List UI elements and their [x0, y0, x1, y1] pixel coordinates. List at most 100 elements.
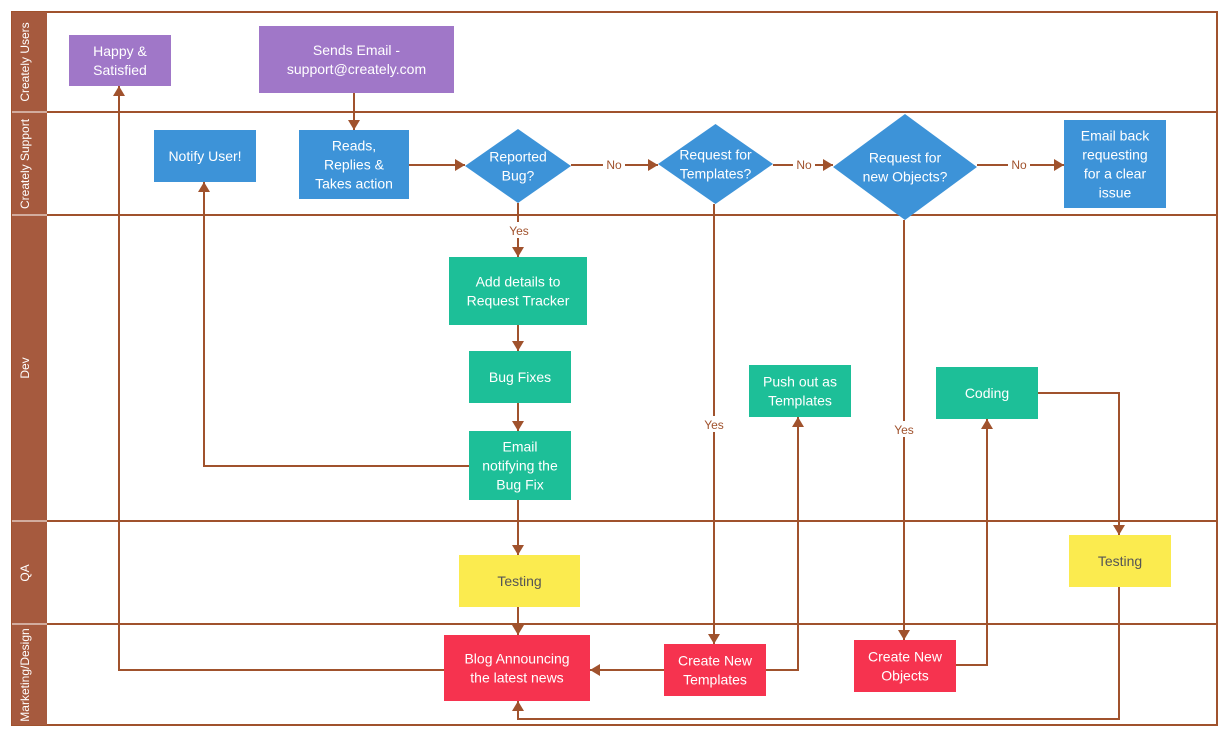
lane-label-creately-users: Creately Users — [18, 22, 32, 101]
node-label-line: Notify User! — [168, 148, 241, 164]
process-box — [444, 635, 590, 701]
process-box — [854, 640, 956, 692]
connector-arrowhead — [512, 421, 524, 431]
node-label-line: Objects — [881, 668, 928, 684]
connector-arrowhead — [981, 419, 993, 429]
connector-arrowhead — [512, 247, 524, 257]
connector-label-bg — [603, 156, 625, 172]
node-label-line: Request for — [679, 147, 752, 163]
process-box — [469, 351, 571, 403]
connector — [766, 417, 799, 671]
node-label-line: Testing — [1098, 553, 1142, 569]
connector — [203, 182, 469, 467]
decision-diamond — [833, 114, 977, 220]
connector-label-no-2: No — [796, 158, 812, 172]
node-label-line: Push out as — [763, 374, 837, 390]
connector-label-bg — [504, 222, 534, 238]
node-add-details[interactable]: Add details to Request Tracker — [449, 257, 587, 325]
connector-arrowhead — [792, 417, 804, 427]
lane-label-creately-support: Creately Support — [18, 118, 32, 209]
lane-label-qa: QA — [18, 564, 32, 581]
connector-arrowhead — [898, 630, 910, 640]
node-label-line: Add details to — [476, 274, 561, 290]
node-coding[interactable]: Coding — [936, 367, 1038, 419]
process-box — [459, 555, 580, 607]
node-label-line: new Objects? — [863, 169, 948, 185]
node-testing-1[interactable]: Testing — [459, 555, 580, 607]
process-box — [449, 257, 587, 325]
process-box — [154, 130, 256, 182]
connector-arrowhead — [648, 159, 658, 171]
node-label-line: Templates — [768, 393, 832, 409]
node-label-line: Reported — [489, 149, 547, 165]
node-label-line: Happy & — [93, 43, 147, 59]
connector-label-yes-objects: Yes — [894, 423, 914, 437]
connectors — [113, 86, 1125, 720]
connector-arrowhead — [590, 664, 600, 676]
connector-arrowhead — [348, 120, 360, 130]
connector — [956, 419, 988, 666]
node-label-line: Satisfied — [93, 62, 147, 78]
process-box — [1064, 120, 1166, 208]
node-label-line: support@creately.com — [287, 61, 426, 77]
connector-label-yes-bug: Yes — [509, 224, 529, 238]
node-blog[interactable]: Blog Announcing the latest news — [444, 635, 590, 701]
node-testing-2[interactable]: Testing — [1069, 535, 1171, 587]
node-sends-email[interactable]: Sends Email - support@creately.com — [259, 26, 454, 93]
node-label-line: Request for — [869, 150, 942, 166]
node-push-out[interactable]: Push out as Templates — [749, 365, 851, 417]
connector-arrowhead — [198, 182, 210, 192]
node-label-line: Create New — [868, 649, 943, 665]
node-happy[interactable]: Happy & Satisfied — [69, 35, 171, 86]
node-label-line: issue — [1099, 185, 1132, 201]
node-label-line: the latest news — [470, 670, 563, 686]
connector-label-yes-templates: Yes — [704, 418, 724, 432]
connector-label-bg — [1008, 156, 1030, 172]
connector-label-bg — [699, 416, 729, 432]
connector-arrowhead — [823, 159, 833, 171]
lane-label-dev: Dev — [18, 357, 32, 378]
node-notify-user[interactable]: Notify User! — [154, 130, 256, 182]
lane-label-marketing-design: Marketing/Design — [18, 628, 32, 721]
connector-label-no-3: No — [1011, 158, 1027, 172]
node-label-line: Reads, — [332, 138, 376, 154]
node-label-line: Sends Email - — [313, 42, 400, 58]
connector-arrowhead — [512, 545, 524, 555]
node-reads[interactable]: Reads, Replies & Takes action — [299, 130, 409, 199]
decision-diamond — [658, 124, 773, 204]
node-label-line: Replies & — [324, 157, 385, 173]
node-label-line: Bug Fix — [496, 477, 543, 493]
node-label-line: Email back — [1081, 128, 1150, 144]
process-box — [936, 367, 1038, 419]
lane-header-column — [12, 12, 47, 725]
node-label-line: Create New — [678, 653, 753, 669]
connector-arrowhead — [1054, 159, 1064, 171]
node-label-line: requesting — [1082, 147, 1147, 163]
node-bug-fixes[interactable]: Bug Fixes — [469, 351, 571, 403]
connector-arrowhead — [708, 634, 720, 644]
connector-label-bg — [889, 421, 919, 437]
connector-label-bg — [793, 156, 815, 172]
node-label-line: Templates? — [680, 166, 752, 182]
node-label-line: Request Tracker — [467, 293, 570, 309]
node-label-line: Bug? — [502, 168, 535, 184]
connector-label-no-1: No — [606, 158, 622, 172]
connector — [1038, 392, 1120, 535]
node-label-line: Blog Announcing — [464, 651, 569, 667]
node-req-objects[interactable]: Request for new Objects? — [833, 114, 977, 220]
connector-arrowhead — [512, 341, 524, 351]
node-label-line: Takes action — [315, 176, 393, 192]
process-box — [469, 431, 571, 500]
node-label-line: Coding — [965, 385, 1009, 401]
connector-arrowhead — [512, 701, 524, 711]
node-label-line: Templates — [683, 672, 747, 688]
connector-arrowhead — [512, 625, 524, 635]
